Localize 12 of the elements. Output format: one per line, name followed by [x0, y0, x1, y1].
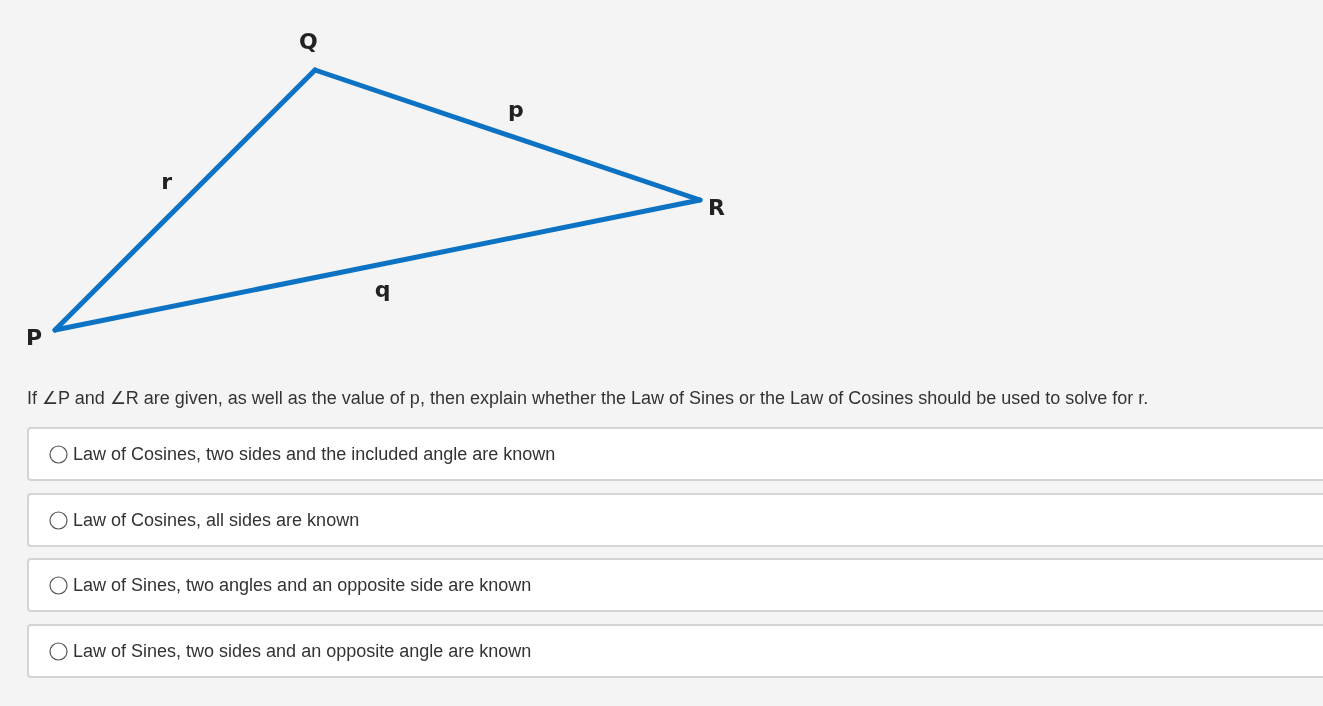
side-label: p [507, 98, 524, 123]
triangle-side [52, 67, 318, 333]
answer-option: Law of Sines, two sides and an opposite angle are known [27, 623, 1323, 678]
vertex-label: Q [297, 30, 317, 70]
side-label: q [374, 278, 391, 303]
question-text: If ∠P and ∠R are given, as well as the value of p, then explain whether the Law of Sines or the Law of Cosines should be used to solve for r. [27, 387, 1149, 409]
answer-option: Law of Cosines, two sides and the included angle are known [27, 427, 1323, 481]
answer-option: Law of Sines, two angles and an opposite side are known [27, 558, 1323, 612]
vertex-label: R [700, 194, 724, 220]
side-label: r [161, 169, 173, 194]
vertex-label: P [26, 324, 55, 350]
answer-option: Law of Cosines, all sides are known [27, 492, 1323, 547]
